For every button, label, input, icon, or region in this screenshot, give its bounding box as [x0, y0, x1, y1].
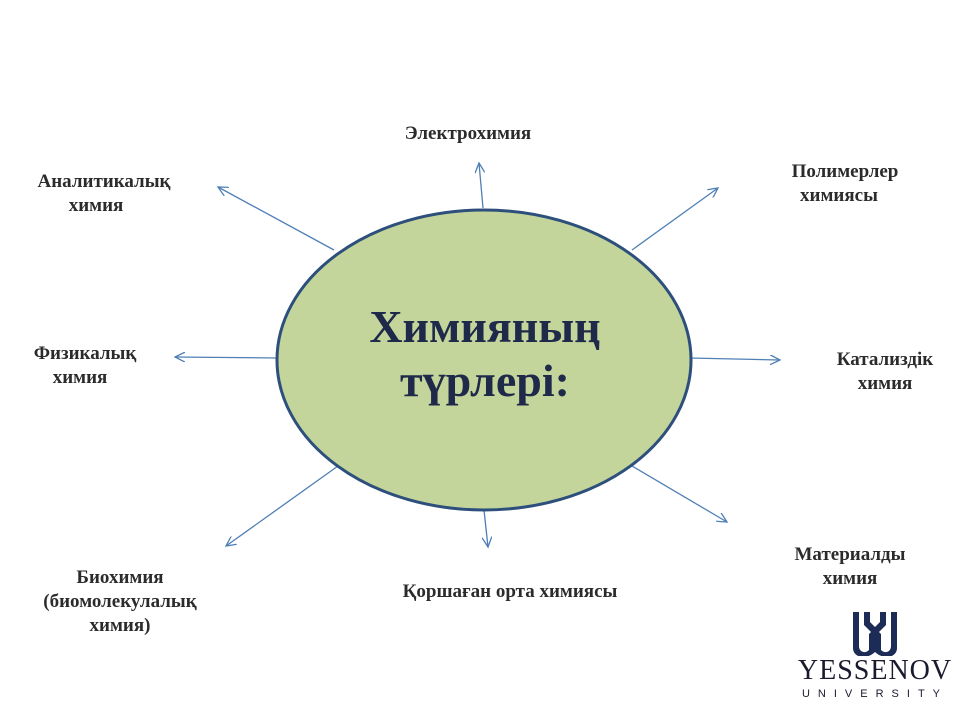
center-title: Химияның түрлері:	[280, 300, 690, 408]
arrow-materials	[631, 465, 727, 522]
branch-physical-line-1: Физикалық	[33, 343, 137, 364]
branch-environment-line-1: Қоршаған орта химиясы	[402, 581, 618, 602]
branch-catalytic-line-2: химия	[857, 373, 913, 394]
arrow-electro	[479, 163, 483, 209]
logo-subtitle: UNIVERSITY	[801, 688, 948, 700]
branch-polymer-line-2: химиясы	[800, 185, 878, 206]
center-title-line-1: Химияның	[369, 301, 601, 352]
branch-label-catalytic: Катализдік химия	[810, 348, 960, 396]
university-logo: YESSENOV UNIVERSITY	[795, 606, 955, 716]
branch-catalytic-line-1: Катализдік	[836, 349, 934, 370]
arrow-bio	[226, 465, 339, 546]
branch-label-polymer: Полимерлер химиясы	[765, 160, 925, 208]
arrow-catalytic	[689, 358, 780, 360]
branch-label-physical: Физикалық химия	[10, 342, 160, 390]
branch-label-materials: Материалды химия	[775, 543, 925, 591]
branch-electro-line-1: Электрохимия	[404, 123, 532, 144]
branch-physical-line-2: химия	[52, 367, 108, 388]
branch-label-environment: Қоршаған орта химиясы	[360, 580, 660, 604]
branch-bio-line-3: химия)	[89, 615, 151, 636]
branch-bio-line-1: Биохимия	[76, 567, 164, 588]
branch-analytical-line-1: Аналитикалық	[37, 171, 171, 192]
arrow-environment	[484, 509, 488, 547]
center-ellipse	[275, 208, 693, 512]
branch-polymer-line-1: Полимерлер	[791, 161, 899, 182]
branch-materials-line-2: химия	[822, 568, 878, 589]
branch-label-bio: Биохимия (биомолекулалық химия)	[10, 566, 230, 638]
branch-analytical-line-2: химия	[68, 195, 124, 216]
arrow-analytical	[218, 187, 335, 251]
branch-label-analytical: Аналитикалық химия	[14, 170, 194, 218]
arrow-physical	[175, 357, 278, 358]
yessenov-emblem-icon	[853, 612, 897, 656]
arrow-group	[175, 163, 780, 547]
logo-name: YESSENOV	[797, 655, 953, 686]
branch-materials-line-1: Материалды	[794, 544, 906, 565]
branch-bio-line-2: (биомолекулалық	[43, 591, 197, 612]
arrow-polymer	[631, 188, 718, 251]
branch-label-electro: Электрохимия	[383, 122, 553, 146]
center-title-line-2: түрлері:	[400, 355, 570, 406]
